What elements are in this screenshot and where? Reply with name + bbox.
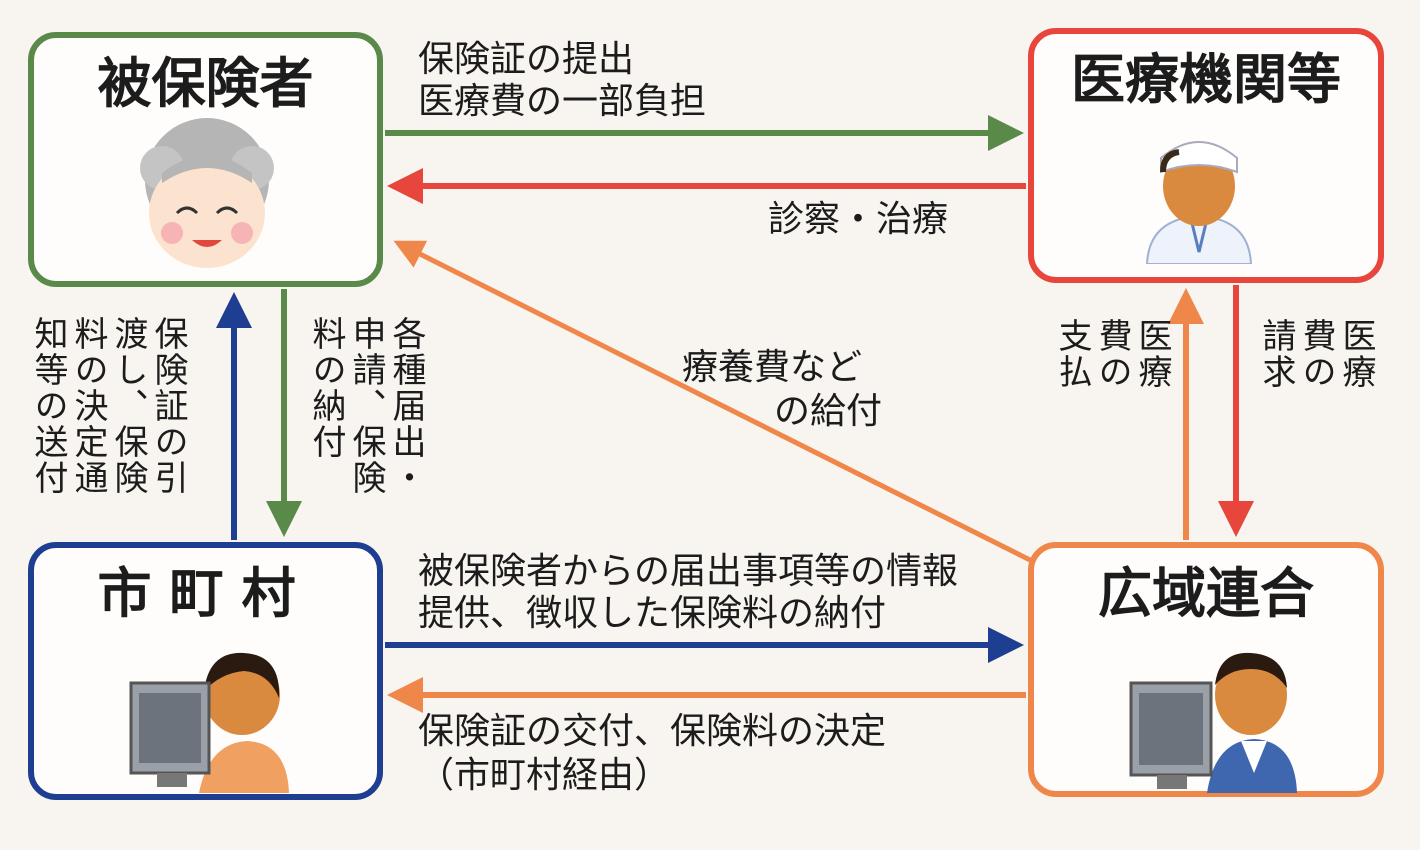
label-municipality-to-union-line2: 提供、徴収した保険料の納付 — [418, 593, 887, 634]
node-municipality-title: 市町村 — [97, 562, 314, 625]
label-insured-to-medical-line2: 医療費の一部負担 — [418, 81, 707, 122]
label-union-to-medical-col1: 医療 — [1132, 318, 1172, 390]
label-union-to-municipality-line1: 保険証の交付、保険料の決定 — [418, 711, 887, 752]
label-municipality-to-union-line1: 被保険者からの届出事項等の情報 — [418, 551, 959, 592]
doctor-icon — [1145, 141, 1253, 264]
label-municipality-to-insured-col1: 保険証の引 — [148, 316, 188, 496]
label-medical-to-union-col2: 費の — [1296, 318, 1336, 390]
label-municipality-to-insured-col2: 渡し、保険 — [108, 316, 148, 496]
label-medical-to-union-col3: 請求 — [1256, 318, 1296, 390]
label-insured-to-municipality-col1: 各種届出・ — [386, 316, 426, 496]
node-medical-title: 医療機関等 — [1071, 48, 1341, 111]
label-medical-to-insured: 診察・治療 — [768, 199, 949, 240]
label-union-to-insured-line2: の給付 — [774, 391, 883, 432]
node-insured-title: 被保険者 — [97, 52, 314, 115]
label-union-to-insured-line1: 療養費など — [682, 347, 863, 388]
node-union-title: 広域連合 — [1098, 562, 1314, 625]
node-insured: 被保険者 — [28, 32, 383, 287]
label-union-to-medical-col3: 支払 — [1052, 318, 1092, 390]
label-municipality-to-insured-col4: 知等の送付 — [28, 316, 68, 496]
label-medical-to-union: 医療 費の 請求 — [1256, 318, 1376, 488]
label-insured-to-municipality-col3: 料の納付 — [306, 316, 346, 460]
label-insured-to-municipality-col2: 申請、保険 — [346, 316, 386, 496]
office-worker-icon — [129, 652, 289, 793]
label-union-to-municipality-line2: （市町村経由） — [418, 755, 671, 796]
label-insured-to-municipality: 各種届出・ 申請、保険 料の納付 — [306, 316, 426, 516]
label-municipality-to-insured: 保険証の引 渡し、保険 料の決定通 知等の送付 — [28, 316, 188, 516]
node-municipality: 市町村 — [28, 542, 383, 800]
node-medical: 医療機関等 — [1028, 28, 1384, 283]
elderly-person-icon — [140, 118, 274, 268]
label-municipality-to-insured-col3: 料の決定通 — [68, 316, 108, 496]
node-union: 広域連合 — [1028, 542, 1384, 797]
staff-member-icon — [1129, 652, 1297, 793]
label-union-to-medical: 医療 費の 支払 — [1052, 318, 1172, 488]
label-union-to-medical-col2: 費の — [1092, 318, 1132, 390]
label-insured-to-medical-line1: 保険証の提出 — [418, 39, 635, 80]
arrow-union-to-insured — [393, 240, 1032, 563]
label-medical-to-union-col1: 医療 — [1336, 318, 1376, 390]
